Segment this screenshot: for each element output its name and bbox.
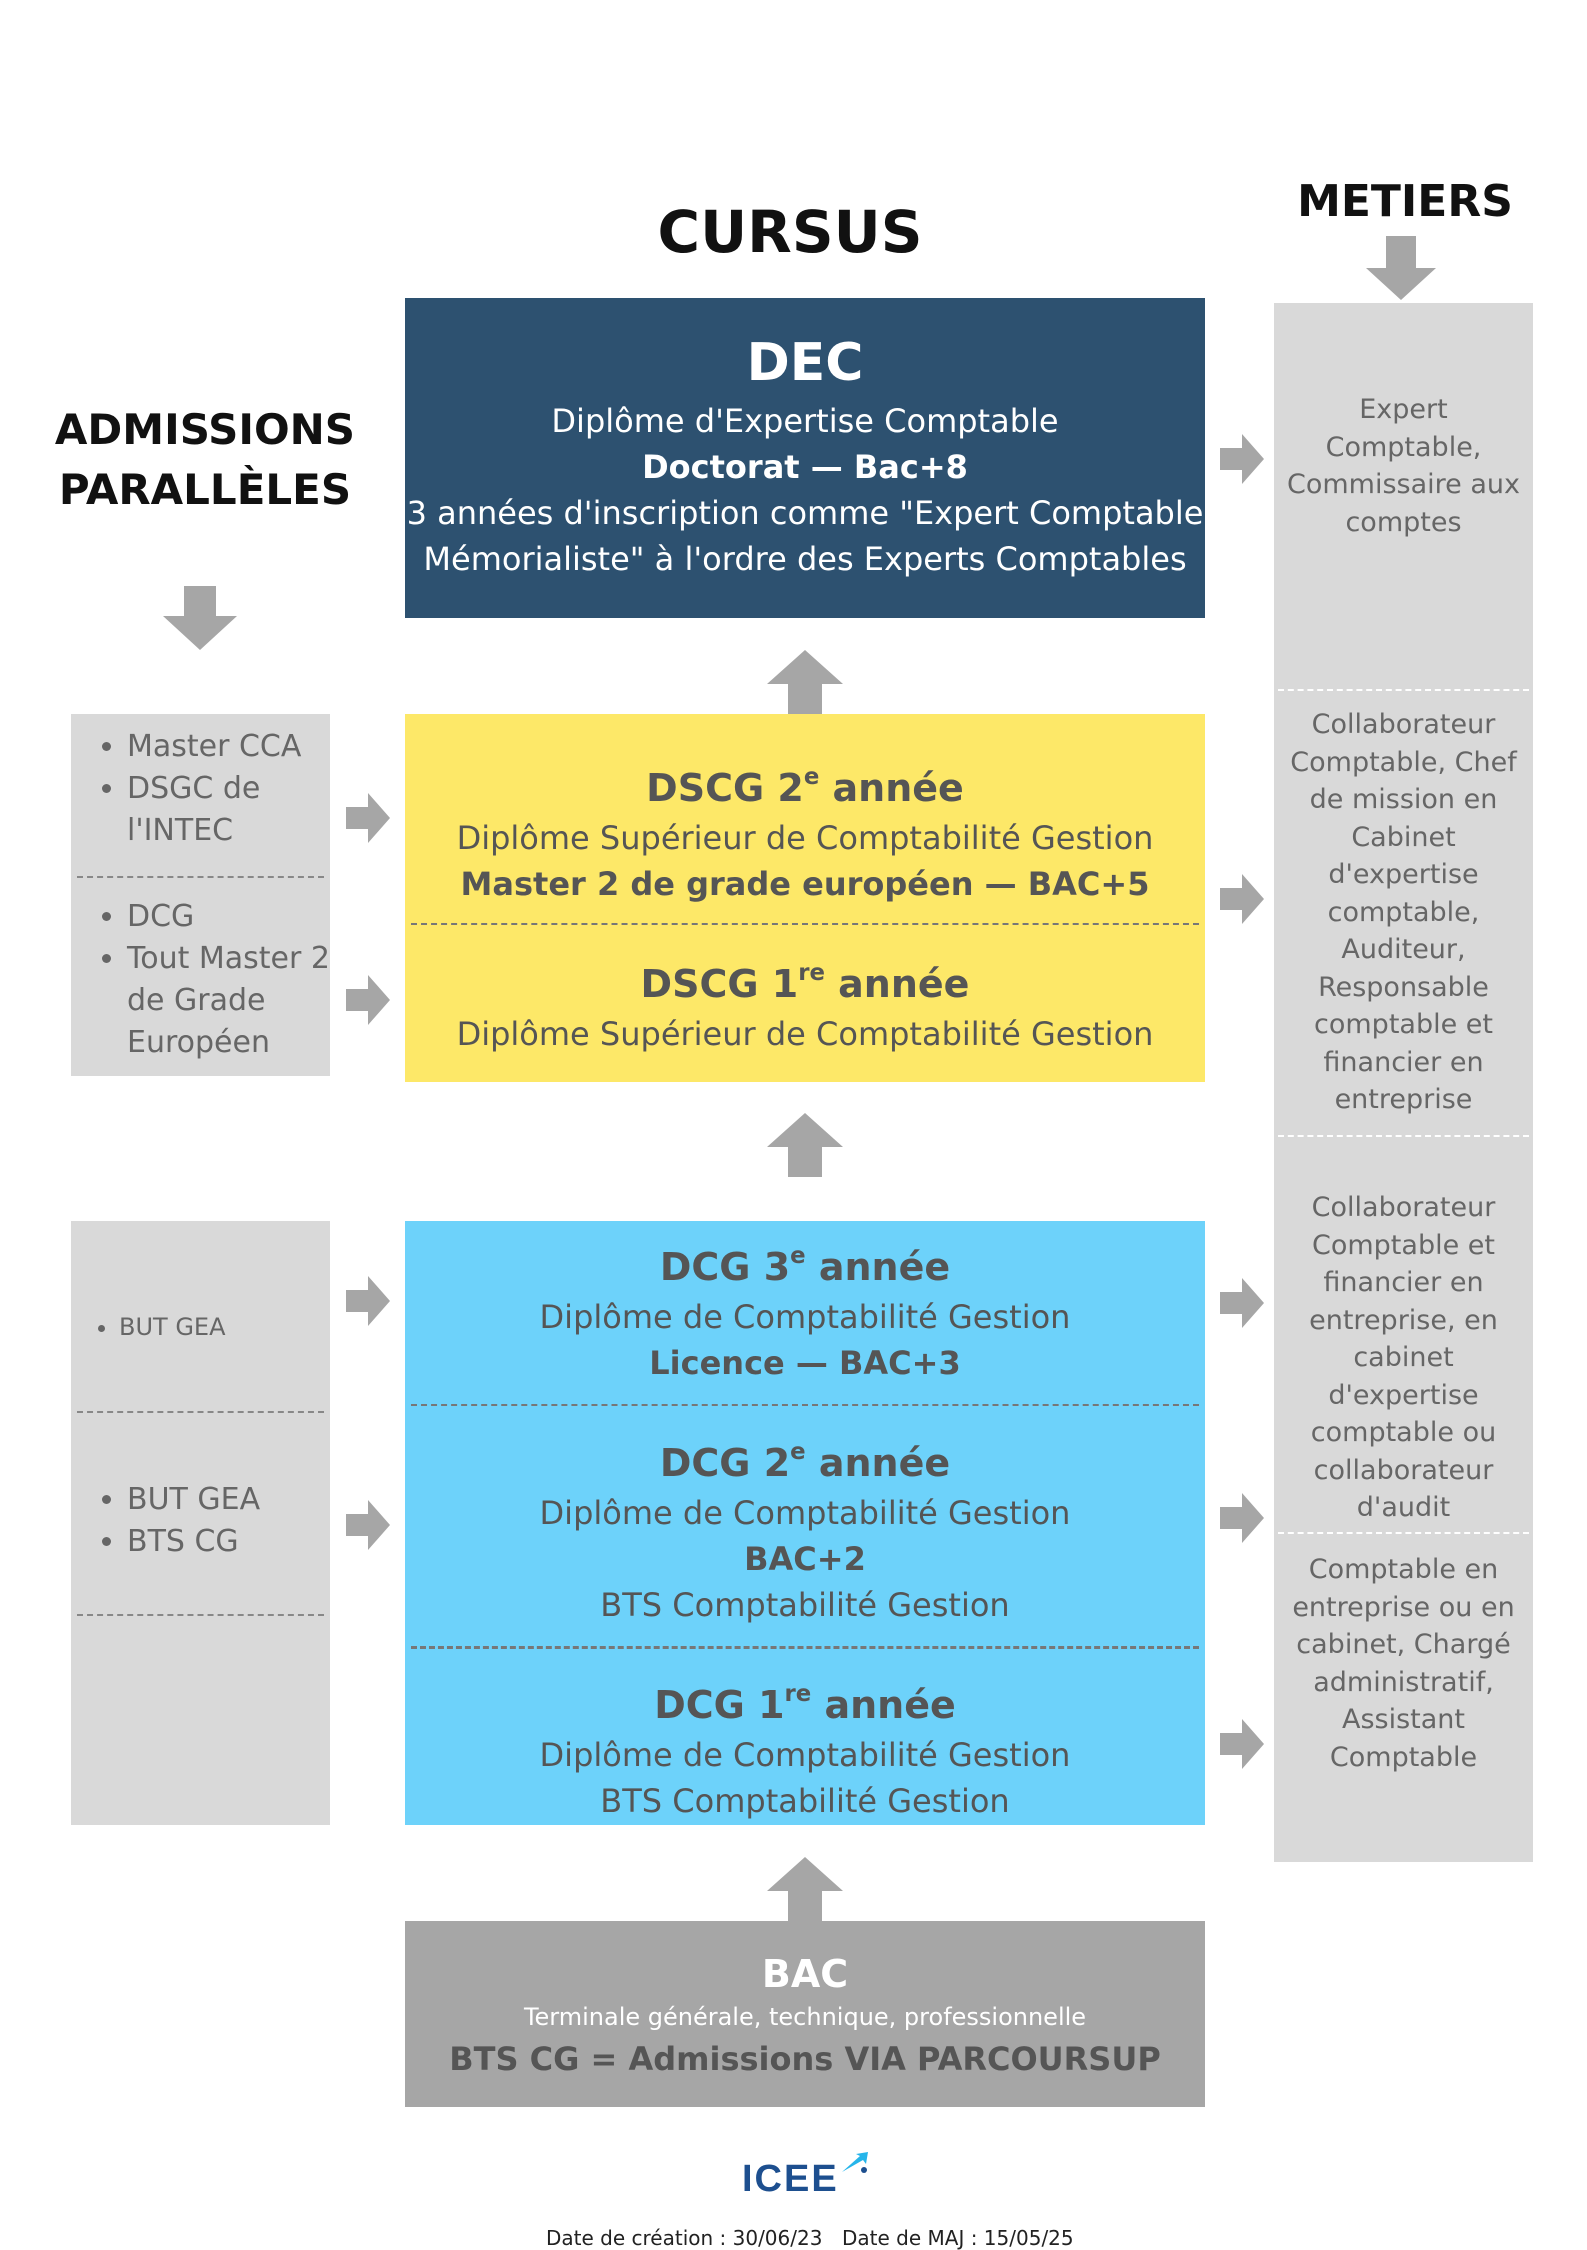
admissions-list-2: DCG Tout Master 2 de Grade Européen	[71, 896, 367, 1064]
date-maj: Date de MAJ : 15/05/25	[842, 2226, 1074, 2250]
dcg1-line2: BTS Comptabilité Gestion	[600, 1782, 1010, 1821]
metier-3: Collaborateur Comptable et financier en …	[1309, 1192, 1498, 1523]
dcg3-title: DCG 3e année	[405, 1229, 1205, 1294]
dcg3-title-sup: e	[790, 1243, 806, 1269]
metier-2: Collaborateur Comptable, Chef de mission…	[1290, 709, 1517, 1115]
dscg2-title-prefix: DSCG 2	[646, 766, 804, 811]
dec-box: DEC Diplôme d'Expertise Comptable Doctor…	[405, 298, 1205, 618]
dec-title: DEC	[746, 333, 864, 393]
metier-4: Comptable en entreprise ou en cabinet, C…	[1292, 1554, 1515, 1773]
admissions-list-item: DCG	[127, 896, 367, 938]
admissions-list-4: BUT GEA BTS CG	[71, 1479, 367, 1563]
cursus-heading: CURSUS	[657, 198, 923, 266]
dscg1-line1: Diplôme Supérieur de Comptabilité Gestio…	[456, 1015, 1154, 1054]
dscg1-title-prefix: DSCG 1	[640, 962, 799, 1007]
up-arrow-icon	[767, 1857, 843, 1921]
icee-logo: ICEE	[742, 2150, 872, 2200]
dcg1-title-prefix: DCG 1	[654, 1683, 785, 1728]
admissions-list-3: BUT GEA	[71, 1309, 359, 1345]
admissions-list-1: Master CCA DSGC de l'INTEC	[71, 726, 367, 852]
dscg2-block: DSCG 2e année Diplôme Supérieur de Compt…	[405, 750, 1205, 907]
bac-line1: Terminale générale, technique, professio…	[523, 2003, 1087, 2031]
dcg3-block: DCG 3e année Diplôme de Comptabilité Ges…	[405, 1229, 1205, 1386]
right-arrow-icon	[1220, 434, 1264, 484]
icee-logo-mark-icon	[842, 2152, 868, 2173]
right-arrow-icon	[346, 793, 390, 843]
dscg2-line1: Diplôme Supérieur de Comptabilité Gestio…	[456, 819, 1154, 858]
metiers-divider	[1278, 1135, 1529, 1137]
admissions-box-dcg: BUT GEA BUT GEA BTS CG	[71, 1221, 330, 1825]
dec-line1: Diplôme d'Expertise Comptable	[551, 402, 1059, 440]
admissions-list-item: DSGC de l'INTEC	[127, 768, 367, 852]
admissions-divider	[77, 1614, 324, 1616]
dscg2-title-sup: e	[803, 764, 820, 790]
bac-line2: BTS CG = Admissions VIA PARCOURSUP	[449, 2040, 1161, 2078]
dcg-divider-1	[411, 1404, 1199, 1406]
icee-logo-text: ICEE	[742, 2158, 839, 2200]
admissions-divider	[77, 1411, 324, 1413]
admissions-heading-line2: PARALLÈLES	[58, 465, 352, 514]
admissions-divider	[77, 876, 324, 878]
metiers-divider	[1278, 689, 1529, 691]
dec-line2: Doctorat — Bac+8	[642, 448, 968, 486]
admissions-heading-line1: ADMISSIONS	[54, 405, 356, 454]
right-arrow-icon	[346, 975, 390, 1025]
admissions-list-item: Tout Master 2 de Grade Européen	[127, 938, 367, 1064]
admissions-list-item: BUT GEA	[127, 1479, 367, 1521]
metiers-column: Expert Comptable, Commissaire aux compte…	[1274, 303, 1533, 1862]
dcg2-title-suffix: année	[805, 1441, 951, 1486]
bac-title: BAC	[761, 1952, 849, 1996]
dscg2-title: DSCG 2e année	[405, 750, 1205, 815]
dcg3-line2: Licence — BAC+3	[649, 1344, 961, 1383]
dec-line4: Mémorialiste" à l'ordre des Experts Comp…	[423, 540, 1187, 578]
admissions-list-item: Master CCA	[127, 726, 367, 768]
dscg1-title-suffix: année	[824, 962, 970, 1007]
bac-box: BAC Terminale générale, technique, profe…	[405, 1921, 1205, 2107]
metier-1: Expert Comptable, Commissaire aux compte…	[1287, 394, 1520, 538]
right-arrow-icon	[346, 1276, 390, 1326]
right-arrow-icon	[346, 1500, 390, 1550]
dcg1-title-sup: re	[784, 1681, 812, 1707]
dcg2-line2: BAC+2	[744, 1540, 866, 1579]
right-arrow-icon	[1220, 1493, 1264, 1543]
admissions-list-item: BUT GEA	[119, 1309, 359, 1345]
dcg2-title-prefix: DCG 2	[659, 1441, 791, 1486]
dcg3-title-suffix: année	[805, 1245, 951, 1290]
dcg-divider-2	[411, 1646, 1199, 1649]
date-creation: Date de création : 30/06/23	[546, 2226, 823, 2250]
dcg1-line1: Diplôme de Comptabilité Gestion	[539, 1736, 1071, 1775]
metiers-heading: METIERS	[1297, 176, 1513, 227]
dcg1-block: DCG 1re année Diplôme de Comptabilité Ge…	[405, 1667, 1205, 1824]
admissions-list-item: BTS CG	[127, 1521, 367, 1563]
admissions-box-dscg: Master CCA DSGC de l'INTEC DCG Tout Mast…	[71, 714, 330, 1076]
dcg-box: DCG 3e année Diplôme de Comptabilité Ges…	[405, 1221, 1205, 1825]
dcg2-line3: BTS Comptabilité Gestion	[600, 1586, 1010, 1625]
admissions-heading: ADMISSIONS PARALLÈLES	[50, 400, 360, 520]
dscg-divider	[411, 923, 1199, 925]
metiers-divider	[1278, 1532, 1529, 1534]
dscg1-title-sup: re	[798, 960, 825, 986]
dec-line3: 3 années d'inscription comme "Expert Com…	[406, 494, 1204, 532]
dcg3-line1: Diplôme de Comptabilité Gestion	[539, 1298, 1071, 1337]
dcg2-title-sup: e	[790, 1439, 806, 1465]
dcg2-title: DCG 2e année	[405, 1425, 1205, 1490]
dscg1-block: DSCG 1re année Diplôme Supérieur de Comp…	[405, 946, 1205, 1057]
metiers-down-arrow-icon	[1366, 236, 1436, 300]
admissions-down-arrow-icon	[163, 586, 237, 650]
right-arrow-icon	[1220, 874, 1264, 924]
dcg2-line1: Diplôme de Comptabilité Gestion	[539, 1494, 1071, 1533]
dscg2-line2: Master 2 de grade européen — BAC+5	[460, 865, 1150, 904]
right-arrow-icon	[1220, 1278, 1264, 1328]
dcg1-title: DCG 1re année	[405, 1667, 1205, 1732]
dscg1-title: DSCG 1re année	[405, 946, 1205, 1011]
dscg-box: DSCG 2e année Diplôme Supérieur de Compt…	[405, 714, 1205, 1082]
up-arrow-icon	[767, 650, 843, 714]
dcg1-title-suffix: année	[811, 1683, 956, 1728]
dcg3-title-prefix: DCG 3	[659, 1245, 791, 1290]
right-arrow-icon	[1220, 1719, 1264, 1769]
dscg2-title-suffix: année	[819, 766, 964, 811]
dcg2-block: DCG 2e année Diplôme de Comptabilité Ges…	[405, 1425, 1205, 1628]
up-arrow-icon	[767, 1113, 843, 1177]
